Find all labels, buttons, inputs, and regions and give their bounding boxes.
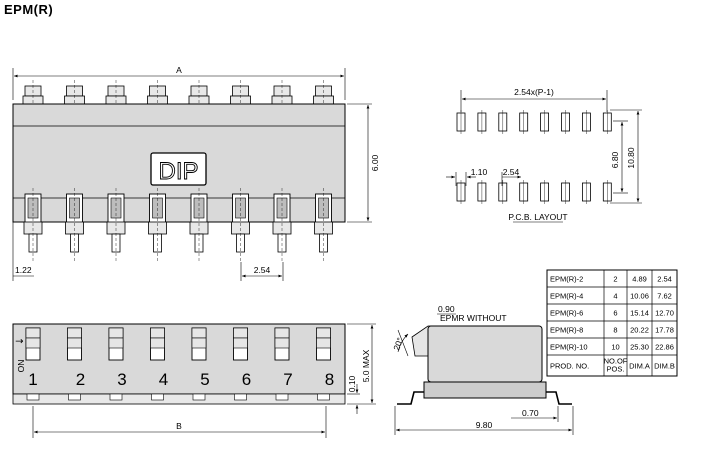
front-lead	[151, 393, 164, 401]
pcb-pitch-formula: 2.54x(P-1)	[514, 87, 554, 97]
table-cell-prod: EPM(R)-2	[550, 275, 583, 284]
side-view: 0.90 EPMR WITHOUT 20° 0.70 9.80	[391, 304, 574, 435]
front-switch-segment	[233, 337, 248, 349]
table-cell-pos: 10	[611, 343, 619, 352]
position-number: 3	[117, 370, 126, 389]
front-lead	[26, 393, 40, 401]
front-lead	[109, 393, 123, 401]
side-dim-angle: 20°	[391, 336, 405, 352]
table-header-dim-a: DIM.A	[629, 362, 650, 371]
front-switch-segment	[274, 327, 290, 339]
position-number: 6	[242, 370, 251, 389]
pcb-layout: 2.54x(P-1) 1.10 2.54 6.80 10.80 P.C.B. L…	[446, 87, 642, 223]
table-cell-pos: 2	[613, 275, 617, 284]
position-number: 4	[159, 370, 168, 389]
table-cell-dim-a: 4.89	[632, 275, 647, 284]
side-body	[427, 325, 543, 383]
front-lead	[68, 393, 81, 401]
position-number: 8	[325, 370, 334, 389]
page-title: EPM(R)	[4, 2, 54, 17]
dim-height-max: 5.0 MAX	[361, 349, 371, 382]
table-cell-pos: 6	[613, 309, 617, 318]
table-cell-dim-b: 17.78	[655, 326, 674, 335]
table-cell-dim-b: 22.86	[655, 343, 674, 352]
side-note: EPMR WITHOUT	[440, 313, 507, 323]
dim-pitch-label: 2.54	[254, 265, 271, 275]
front-switch-segment	[191, 337, 207, 349]
front-switch-segment	[150, 327, 165, 339]
table-cell-dim-a: 10.06	[630, 292, 649, 301]
side-base	[423, 381, 547, 399]
dim-a-label: A	[176, 65, 182, 75]
dip-marking: DIP	[158, 158, 198, 185]
front-switch-segment	[274, 337, 290, 349]
pcb-pads	[456, 110, 612, 204]
front-switch-segment	[25, 337, 41, 349]
front-switch-segment	[150, 337, 165, 349]
table-frame	[546, 269, 678, 377]
table-cell-dim-a: 15.14	[630, 309, 649, 318]
front-switch-segment	[25, 327, 41, 339]
dip-marking-box	[150, 152, 207, 186]
pcb-pad-width: 1.10	[471, 167, 488, 177]
front-base	[12, 393, 346, 405]
front-view: 1 2 3 4 5 6 7 8 ON ↓ B 5.0 MAX 0.10	[12, 323, 376, 438]
dim-standoff: 0.10	[347, 375, 357, 392]
table-cell-pos: 4	[613, 292, 617, 301]
position-number: 5	[200, 370, 209, 389]
on-arrow-icon: ↓	[15, 337, 26, 345]
front-lead	[192, 393, 206, 401]
front-switches: 1 2 3 4 5 6 7 8	[25, 327, 334, 401]
switch-windows	[23, 188, 333, 262]
dim-height-label: 6.00	[370, 154, 380, 171]
front-switch-segment	[316, 327, 331, 339]
pcb-caption: P.C.B. LAYOUT	[508, 212, 567, 222]
side-dim-width: 9.80	[476, 420, 493, 430]
top-view: A DIP 6.00 1.22 2.54	[12, 65, 380, 281]
table-cell-dim-b: 2.54	[657, 275, 672, 284]
position-number: 2	[76, 370, 85, 389]
side-lead-left	[397, 391, 424, 405]
dim-b-label: B	[176, 421, 182, 431]
table-cell-prod: EPM(R)-8	[550, 326, 583, 335]
front-switch-segment	[67, 337, 82, 349]
front-switch-segment	[233, 327, 248, 339]
side-lead-right	[546, 391, 572, 405]
front-body	[12, 323, 346, 395]
on-label: ON	[16, 360, 26, 373]
front-lead	[317, 393, 330, 401]
front-switch-segment	[191, 327, 207, 339]
front-switch-segment	[67, 327, 82, 339]
pcb-row-spacing: 6.80	[610, 151, 620, 168]
table-cell-dim-b: 12.70	[655, 309, 674, 318]
table-cell-dim-b: 7.62	[657, 292, 672, 301]
table-header-pos: NO.OF	[604, 357, 628, 366]
front-lead	[275, 393, 289, 401]
top-actuator-pins	[22, 80, 334, 105]
table-header-pos: POS.	[607, 365, 625, 374]
position-number: 1	[28, 370, 37, 389]
table-cell-pos: 8	[613, 326, 617, 335]
front-switch-segment	[108, 327, 124, 339]
table-cell-prod: EPM(R)-6	[550, 309, 583, 318]
side-dim-lead: 0.70	[522, 408, 539, 418]
table-header-dim-b: DIM.B	[654, 362, 675, 371]
table-cell-dim-a: 20.22	[630, 326, 649, 335]
table-cell-prod: EPM(R)-10	[550, 343, 588, 352]
table-header-prod: PROD. NO.	[550, 362, 589, 371]
dim-edge-label: 1.22	[15, 265, 32, 275]
table-cell-prod: EPM(R)-4	[550, 292, 583, 301]
pcb-outer-spacing: 10.80	[626, 147, 636, 169]
front-switch-segment	[108, 337, 124, 349]
front-lead	[234, 393, 247, 401]
front-switch-segment	[316, 337, 331, 349]
table-cell-dim-a: 25.30	[630, 343, 649, 352]
pcb-pad-pitch: 2.54	[503, 167, 520, 177]
position-number: 7	[283, 370, 292, 389]
side-dim-top: 0.90	[438, 304, 455, 314]
